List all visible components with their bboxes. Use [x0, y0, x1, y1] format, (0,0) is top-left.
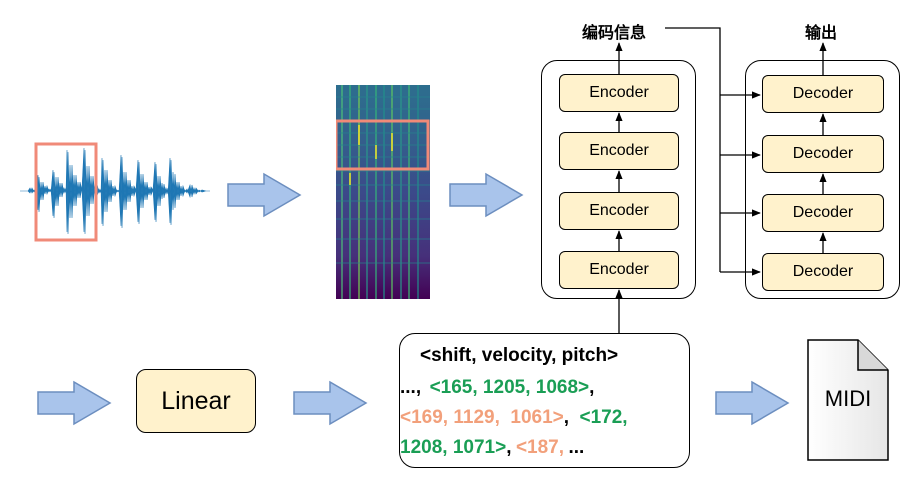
waveform-plot — [20, 142, 210, 242]
midi-label: MIDI — [824, 386, 872, 411]
token-line-2: ..., <165, 1205, 1068>, — [400, 377, 594, 399]
token-comma: , — [506, 437, 512, 458]
spectrogram-plot — [336, 85, 430, 299]
encoded-info-label: 编码信息 — [582, 23, 647, 42]
spectrogram-highlight-box — [336, 119, 430, 171]
waveform-highlight-box — [34, 142, 98, 242]
arrow-into-linear — [37, 380, 112, 426]
encoder-block-2: Encoder — [559, 132, 679, 170]
decoder-block-2: Decoder — [762, 135, 884, 173]
token-165: <165, 1205, 1068> — [429, 377, 590, 398]
arrow-waveform-to-spectrogram — [227, 172, 302, 218]
encoder-block-1: Encoder — [559, 74, 679, 112]
token-169: <169, 1129, 1061> — [400, 407, 564, 428]
decoder-block-3: Decoder — [762, 194, 884, 232]
linear-layer-box: Linear — [136, 369, 256, 433]
token-line-4: 1208, 1071>, <187, ... — [400, 437, 584, 459]
encoder-block-3: Encoder — [559, 192, 679, 230]
token-line-3: <169, 1129, 1061>, <172, — [400, 407, 628, 429]
decoder-block-4: Decoder — [762, 253, 884, 291]
token-sequence-box — [399, 333, 690, 468]
output-label: 输出 — [805, 23, 838, 42]
token-header: <shift, velocity, pitch> — [420, 345, 619, 366]
encoder-block-4: Encoder — [559, 251, 679, 289]
waveform-icon — [20, 147, 210, 235]
token-comma: , — [563, 407, 570, 428]
midi-file-icon — [807, 339, 889, 461]
arrow-linear-to-tokens — [293, 380, 368, 426]
decoder-block-1: Decoder — [762, 75, 884, 113]
token-172-start: <172, — [579, 407, 628, 428]
arrow-spectrogram-to-encoder — [449, 172, 524, 218]
token-172-end: 1208, 1071> — [400, 437, 507, 458]
token-187: <187, — [515, 437, 565, 458]
token-prefix: ..., — [400, 377, 422, 398]
arrow-tokens-to-midi — [715, 380, 790, 426]
token-ellipsis: ... — [568, 437, 585, 458]
token-comma: , — [589, 377, 595, 398]
